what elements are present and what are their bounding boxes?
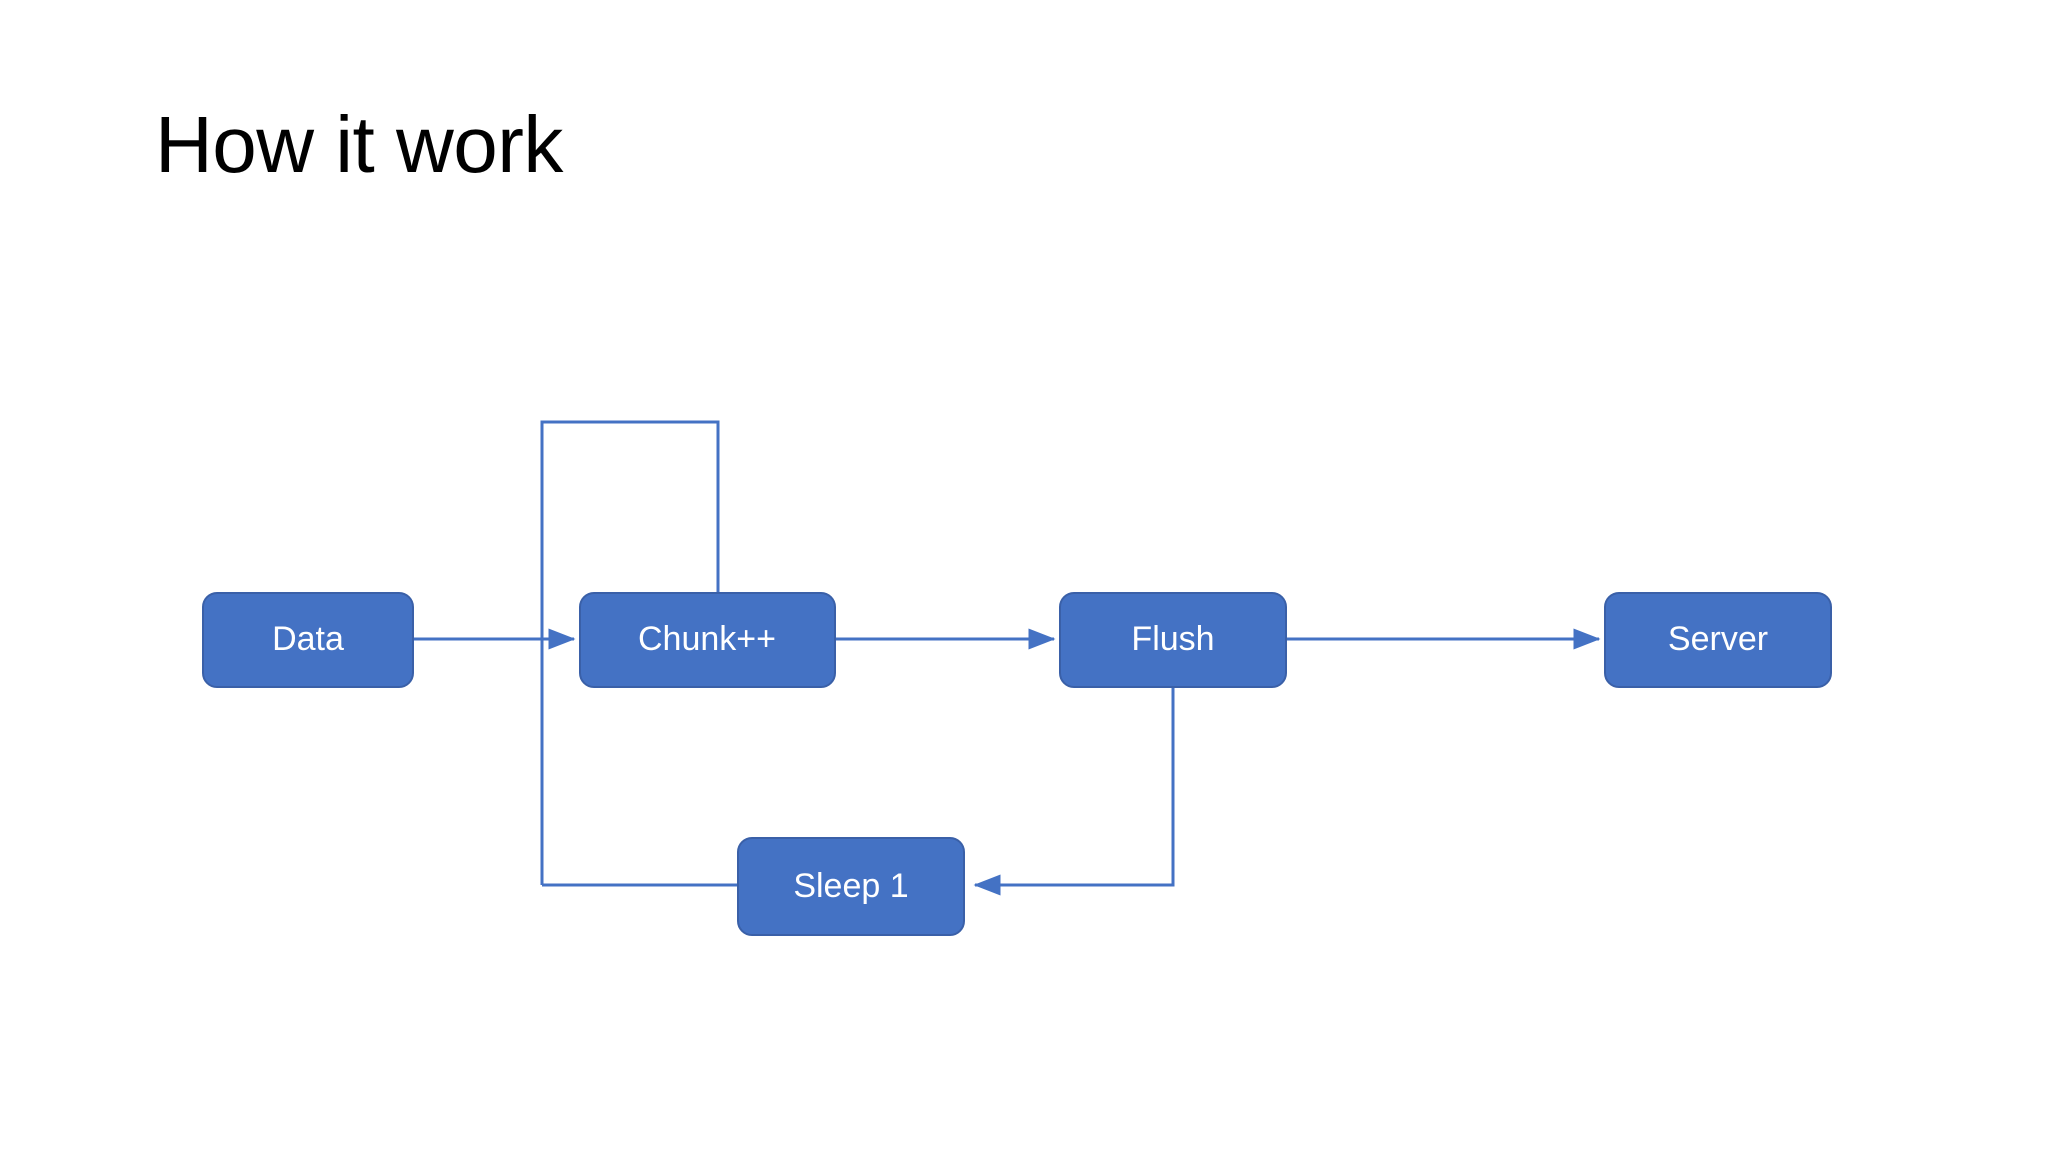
node-flush-label: Flush: [1131, 620, 1214, 658]
node-flush[interactable]: Flush: [1059, 592, 1287, 688]
node-server[interactable]: Server: [1604, 592, 1832, 688]
node-chunk[interactable]: Chunk++: [579, 592, 836, 688]
node-data-shape[interactable]: [202, 592, 414, 688]
node-server-label: Server: [1668, 620, 1768, 658]
node-flush-shape[interactable]: [1059, 592, 1287, 688]
edge-flush-to-sleep: [973, 687, 1175, 896]
node-chunk-label: Chunk++: [638, 620, 776, 658]
node-data[interactable]: Data: [202, 592, 414, 688]
node-data-label: Data: [272, 620, 344, 658]
node-sleep-shape[interactable]: [737, 837, 965, 936]
node-sleep-label: Sleep 1: [793, 867, 908, 905]
node-chunk-shape[interactable]: [579, 592, 836, 688]
node-sleep[interactable]: Sleep 1: [737, 837, 965, 936]
edge-sleep-to-chunk: [540, 420, 738, 887]
page-title: How it work: [155, 100, 563, 189]
node-server-shape[interactable]: [1604, 592, 1832, 688]
